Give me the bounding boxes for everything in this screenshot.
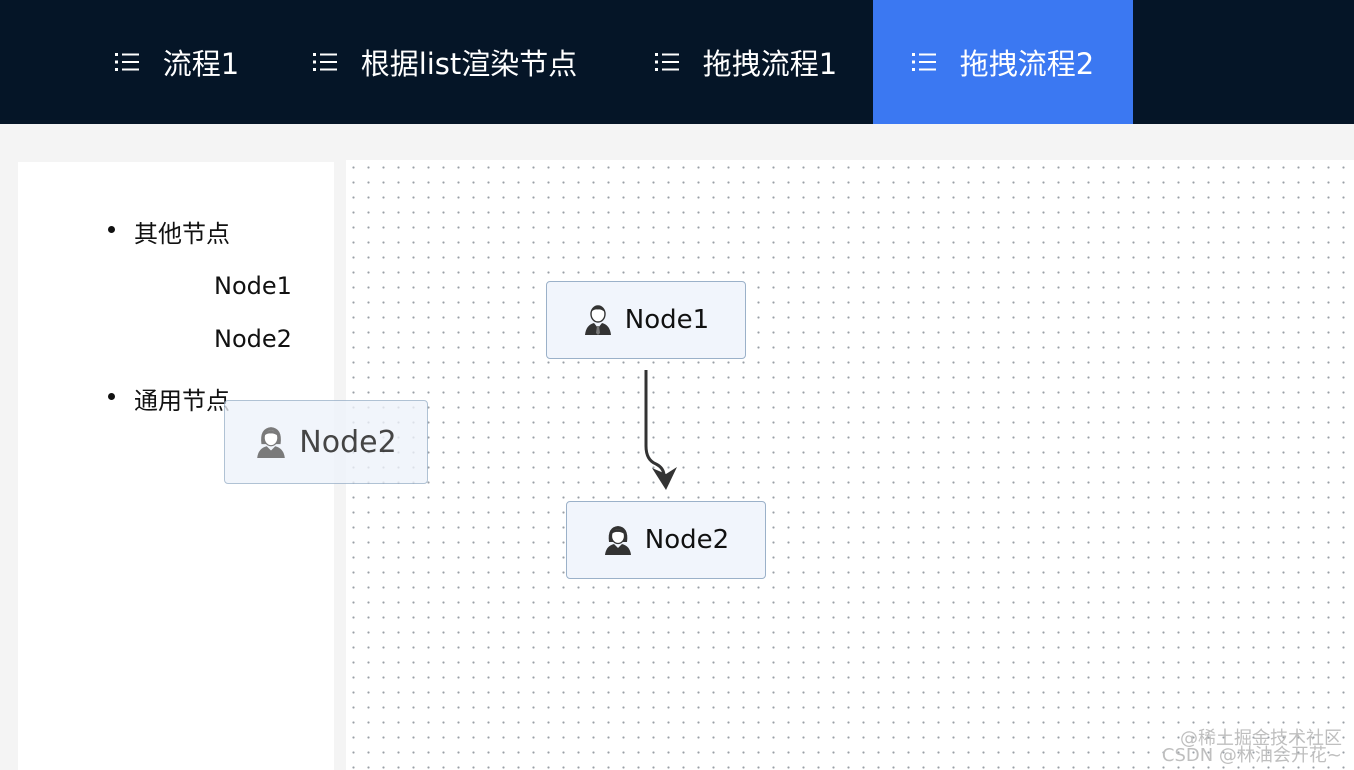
- watermark-line-1: @稀土掘金技术社区: [1180, 728, 1342, 749]
- tab-flow-1[interactable]: 流程1: [88, 0, 266, 124]
- top-navigation: 流程1 根据list渲染节点 拖拽流程1: [0, 0, 1354, 124]
- watermark: @稀土掘金技术社区 CSDN @林油会开花~: [1161, 728, 1342, 766]
- drag-ghost-node2[interactable]: Node2: [224, 400, 428, 484]
- canvas-node-node1[interactable]: Node1: [546, 281, 746, 359]
- canvas-node-node2[interactable]: Node2: [566, 501, 766, 579]
- tab-drag-flow-1[interactable]: 拖拽流程1: [626, 0, 866, 124]
- category-other-nodes: 其他节点: [108, 214, 230, 249]
- bullet-icon: [108, 226, 115, 233]
- list-icon: [654, 51, 681, 73]
- tab-label: 拖拽流程2: [959, 47, 1095, 81]
- category-common-nodes: 通用节点: [108, 381, 230, 416]
- tab-label: 根据list渲染节点: [360, 47, 578, 81]
- flow-canvas[interactable]: [346, 160, 1354, 770]
- bullet-icon: [108, 393, 115, 400]
- palette-item-node2[interactable]: Node2: [214, 325, 292, 353]
- node-label: Node2: [299, 424, 397, 460]
- tab-label: 流程1: [162, 47, 240, 81]
- list-icon: [114, 51, 141, 73]
- woman-icon: [604, 526, 631, 555]
- category-label: 其他节点: [134, 220, 230, 248]
- man-icon: [584, 305, 611, 335]
- watermark-line-2: CSDN @林油会开花~: [1161, 745, 1342, 766]
- tab-label: 拖拽流程1: [702, 47, 838, 81]
- tab-render-by-list[interactable]: 根据list渲染节点: [280, 0, 610, 124]
- list-icon: [312, 51, 339, 73]
- palette-item-node1[interactable]: Node1: [214, 272, 292, 300]
- tab-drag-flow-2[interactable]: 拖拽流程2: [873, 0, 1133, 124]
- node-label: Node2: [644, 525, 730, 555]
- category-label: 通用节点: [134, 387, 230, 415]
- list-icon: [911, 51, 938, 73]
- woman-icon: [257, 427, 286, 458]
- node-label: Node1: [624, 305, 710, 335]
